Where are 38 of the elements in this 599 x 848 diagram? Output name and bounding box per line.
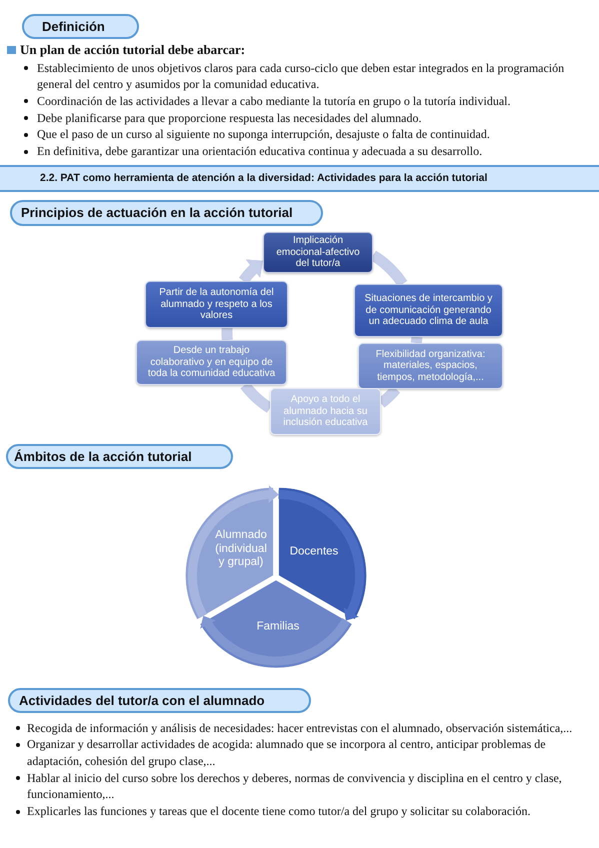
principle-box xyxy=(145,281,288,328)
section-title: Definición xyxy=(42,18,105,36)
list-item-text: Explicarles las funciones y tareas que el docente tiene como tutor/a del grupo y solicitar su colaboración. xyxy=(27,803,532,820)
principle-box xyxy=(270,388,381,435)
curved-arrow xyxy=(199,614,350,666)
cycle-ring-segment xyxy=(410,334,422,346)
section-header-pill xyxy=(6,444,233,469)
section-header-pill xyxy=(10,200,323,226)
segment-label: Docentes xyxy=(290,545,338,559)
list-item-text: En definitiva, debe garantizar una orientación educativa continua y adecuada a su desarrollo. xyxy=(37,143,484,160)
list-heading: Un plan de acción tutorial debe abarcar: xyxy=(20,42,246,58)
principle-text: Desde un trabajo colaborativo y en equipo de toda la comunidad educativa xyxy=(147,345,276,380)
list-item-text: Coordinación de las actividades a llevar a cabo mediante la tutoría en grupo o la tutoría individual. xyxy=(37,92,512,110)
principle-text: Apoyo a todo el alumnado hacia su inclusión educativa xyxy=(282,394,369,429)
section-banner xyxy=(0,165,599,192)
list-item-text: Establecimiento de unos objetivos claros para cada curso-ciclo que deben estar integrados en la programación general del centro y asumidos por la comunidad educativa. xyxy=(37,60,566,93)
list-item-text: Recogida de información y análisis de necesidades: hacer entrevistas con el alumnado, observación sistemática,... xyxy=(27,720,574,736)
principle-text: Partir de la autonomía del alumnado y respeto a los valores xyxy=(158,287,275,322)
principle-text: Implicación emocional-afectivo del tutor/a xyxy=(275,235,361,270)
list-item-text: Que el paso de un curso al siguiente no suponga interrupción, desajuste o falta de continuidad. xyxy=(37,126,491,144)
principle-box xyxy=(136,340,287,385)
list-item-text: Debe planificarse para que proporcione respuesta las necesidades del alumnado. xyxy=(37,110,423,126)
section-header-pill xyxy=(22,14,139,39)
section-title: Principios de actuación en la acción tutorial xyxy=(21,204,293,222)
banner-title: 2.2. PAT como herramienta de atención a la diversidad: Actividades para la acción tutorial xyxy=(40,171,488,186)
list-item-text: Organizar y desarrollar actividades de acogida: alumnado que se incorpora al centro, anticipar problemas de adaptación, cohesión del grupo clase,... xyxy=(27,736,547,770)
list-item-text: Hablar al inicio del curso sobre los derechos y deberes, normas de convivencia y disciplina en el centro y clase, funcionamiento,... xyxy=(27,770,563,804)
cycle-ring-segment xyxy=(222,326,233,342)
segment-label: Familias xyxy=(256,620,300,634)
section-title: Ámbitos de la acción tutorial xyxy=(14,448,192,466)
principle-text: Situaciones de intercambio y de comunicación generando un adecuado clima de aula xyxy=(364,293,494,328)
principle-box xyxy=(354,284,503,337)
principle-text: Flexibilidad organizativa: materiales, espacios, tiempos, metodología,... xyxy=(374,348,486,384)
section-header-pill xyxy=(8,688,311,713)
segment-label: Alumnado (individual y grupal) xyxy=(214,528,268,570)
principle-box xyxy=(263,232,373,273)
section-title: Actividades del tutor/a con el alumnado xyxy=(19,692,265,710)
principle-box xyxy=(358,343,503,389)
